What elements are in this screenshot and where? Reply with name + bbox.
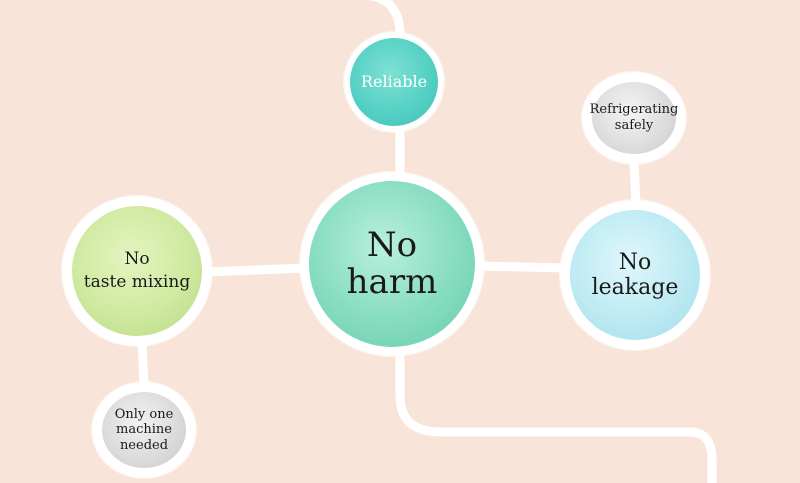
connector-center-right xyxy=(473,261,571,273)
node-center-line-2: harm xyxy=(346,262,438,302)
node-only-one-machine: Only one machine needed xyxy=(92,382,196,478)
node-reliable-label: Reliable xyxy=(360,71,428,91)
node-no-harm: No harm xyxy=(300,172,484,356)
node-center-line-1: No xyxy=(366,224,418,265)
connector-fridge-right xyxy=(629,155,641,210)
node-refrigerating-safely: Refrigerating safely xyxy=(582,72,686,164)
node-reliable: Reliable xyxy=(344,32,444,132)
node-refrigerating-line-1: Refrigerating xyxy=(589,101,679,117)
node-bottom-line-2: machine xyxy=(116,422,172,438)
connector-left-center xyxy=(200,263,311,277)
node-bottom-line-1: Only one xyxy=(114,406,174,422)
connector-top-curve xyxy=(367,0,405,40)
node-no-leakage: No leakage xyxy=(560,200,710,350)
node-bottom-line-3: needed xyxy=(119,437,169,453)
node-right-line-1: No xyxy=(618,249,652,275)
node-no-taste-mixing: No taste mixing xyxy=(62,196,212,346)
node-left-line-1: No xyxy=(124,249,150,270)
connector-bottom-curve xyxy=(395,347,717,483)
connector-left-bottom xyxy=(137,337,149,391)
node-left-line-2: taste mixing xyxy=(83,272,191,292)
node-right-line-2: leakage xyxy=(591,275,679,300)
node-refrigerating-line-2: safely xyxy=(614,118,654,133)
